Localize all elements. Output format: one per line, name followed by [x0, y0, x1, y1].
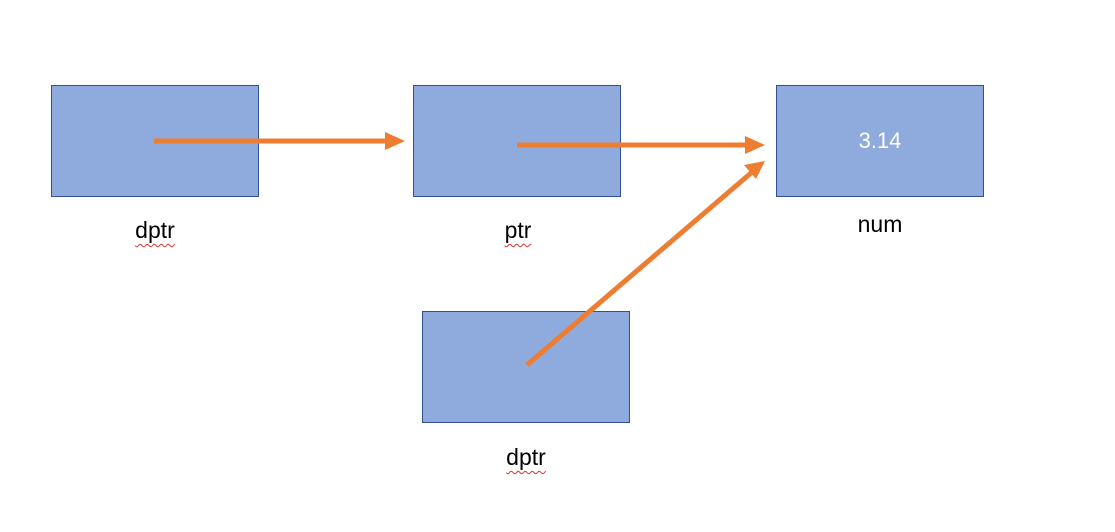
dptr-box-top [51, 85, 259, 197]
num-label: num [857, 211, 903, 237]
num-box: 3.14 [776, 85, 984, 197]
dptr-label-top: dptr [135, 217, 175, 243]
dptr-label-bottom: dptr [506, 444, 546, 470]
arrow-dptr-bottom-to-num-head [744, 161, 765, 179]
ptr-box [413, 85, 621, 197]
dptr-box-bottom [422, 311, 630, 423]
ptr-label: ptr [504, 217, 532, 243]
arrow-ptr-to-num-head [745, 136, 765, 154]
arrow-dptr-to-ptr-head [385, 132, 405, 150]
num-box-value: 3.14 [858, 128, 902, 153]
